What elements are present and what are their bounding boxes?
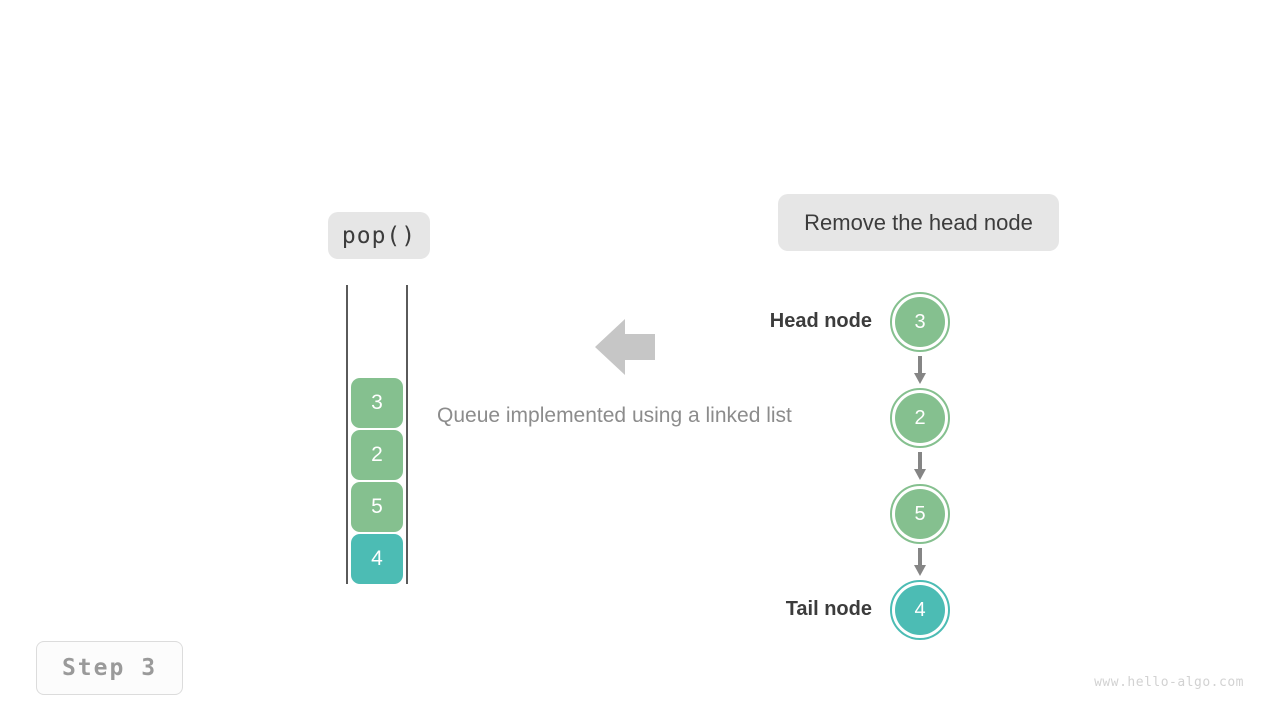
node-ring (890, 292, 950, 352)
list-link-arrow (914, 452, 926, 480)
queue-cell: 3 (351, 378, 403, 428)
queue-cell: 4 (351, 534, 403, 584)
list-link-arrow (914, 548, 926, 576)
diagram-caption: Queue implemented using a linked list (437, 404, 792, 427)
action-description-label: Remove the head node (778, 194, 1059, 251)
node-ring (890, 484, 950, 544)
list-node: 4 (886, 576, 954, 644)
node-value: 3 (895, 297, 945, 347)
operation-label: pop() (328, 212, 430, 259)
queue-cell: 5 (351, 482, 403, 532)
node-ring (890, 388, 950, 448)
queue-rail-left (346, 285, 348, 584)
node-value: 2 (895, 393, 945, 443)
tail-node-label: Tail node (785, 598, 872, 620)
list-node: 5 (886, 480, 954, 548)
node-value: 4 (895, 585, 945, 635)
step-badge: Step 3 (36, 641, 183, 695)
queue-column: 3 2 5 4 (345, 285, 409, 584)
linked-list: 3 2 5 4 (886, 288, 954, 644)
head-node-label: Head node (769, 310, 872, 332)
node-value: 5 (895, 489, 945, 539)
queue-cell-stack: 3 2 5 4 (351, 376, 403, 584)
list-node: 3 (886, 288, 954, 356)
queue-cell: 2 (351, 430, 403, 480)
node-ring (890, 580, 950, 640)
list-node: 2 (886, 384, 954, 452)
left-arrow-icon (595, 319, 655, 375)
queue-rail-right (406, 285, 408, 584)
list-link-arrow (914, 356, 926, 384)
watermark: www.hello-algo.com (1094, 675, 1244, 690)
